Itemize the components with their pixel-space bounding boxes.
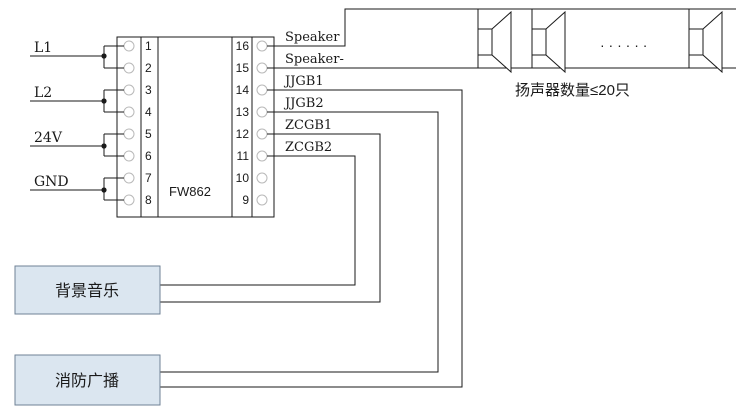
terminal-number: 6 (145, 149, 152, 163)
fire-broadcast-box: 消防广播 (14, 354, 161, 406)
output-label-speaker: Speaker (285, 30, 340, 45)
output-label-speaker-minus: Speaker- (285, 52, 344, 67)
input-label-l1: L1 (34, 40, 52, 56)
background-music-label: 背景音乐 (55, 282, 119, 300)
speaker-icon (477, 9, 512, 74)
terminal-number: 8 (145, 193, 152, 207)
speaker-count-note: 扬声器数量≤20只 (515, 81, 630, 99)
terminal-number: 15 (236, 61, 250, 75)
terminal-screw-icon (256, 172, 268, 184)
junction-dot (101, 187, 107, 193)
terminal-number: 10 (236, 171, 250, 185)
terminal-number: 11 (237, 149, 250, 163)
module-name: FW862 (169, 184, 211, 199)
input-label-gnd: GND (34, 174, 69, 190)
junction-dot (101, 53, 107, 59)
output-label-zcgb1: ZCGB1 (285, 118, 332, 133)
input-label-24v: 24V (34, 130, 63, 146)
junction-dots (101, 53, 107, 193)
speaker-icon (531, 9, 566, 74)
input-labels: L1 L2 24V GND (34, 40, 69, 190)
speaker-ellipsis: · · · · · · (600, 37, 647, 53)
output-labels: Speaker Speaker- JJGB1 JJGB2 ZCGB1 ZCGB2 (283, 30, 344, 155)
terminal-number: 4 (145, 105, 152, 119)
terminal-number: 14 (236, 83, 250, 97)
output-wiring (160, 8, 736, 388)
terminal-number: 7 (145, 171, 152, 185)
terminal-number: 12 (236, 127, 250, 141)
fw862-module: FW862 (116, 36, 275, 218)
junction-dot (101, 98, 107, 104)
output-label-jjgb1: JJGB1 (283, 74, 324, 89)
terminal-number: 9 (242, 193, 249, 207)
terminal-number: 1 (145, 39, 152, 53)
terminal-number: 2 (145, 61, 152, 75)
speakers (477, 9, 723, 74)
terminal-screw-icon (256, 194, 268, 206)
input-label-l2: L2 (34, 85, 52, 101)
terminal-number: 13 (236, 105, 250, 119)
right-terminal-numbers: 16 15 14 13 12 11 10 9 (236, 39, 250, 207)
speaker-icon (688, 9, 723, 74)
input-wiring (30, 45, 124, 201)
left-terminal-numbers: 1 2 3 4 5 6 7 8 (145, 39, 152, 207)
output-label-jjgb2: JJGB2 (283, 96, 324, 111)
terminal-number: 16 (236, 39, 250, 53)
terminal-number: 5 (145, 127, 152, 141)
junction-dot (101, 143, 107, 149)
terminal-number: 3 (145, 83, 152, 97)
background-music-box: 背景音乐 (14, 265, 161, 315)
output-label-zcgb2: ZCGB2 (285, 140, 332, 155)
fire-broadcast-label: 消防广播 (55, 372, 119, 390)
